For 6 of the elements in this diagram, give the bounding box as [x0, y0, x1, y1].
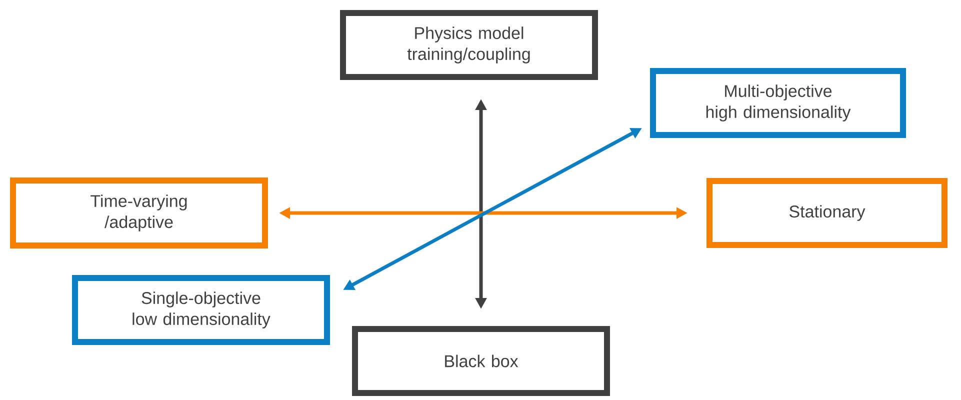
label-box: Physics model training/coupling	[340, 10, 598, 80]
label-box: Multi-objective high dimensionality	[650, 68, 906, 138]
label-box: Single-objective low dimensionality	[72, 275, 330, 345]
label-box: Stationary	[706, 178, 948, 248]
label-box: Black box	[352, 326, 610, 396]
label-box: Time-varying /adaptive	[10, 178, 268, 248]
